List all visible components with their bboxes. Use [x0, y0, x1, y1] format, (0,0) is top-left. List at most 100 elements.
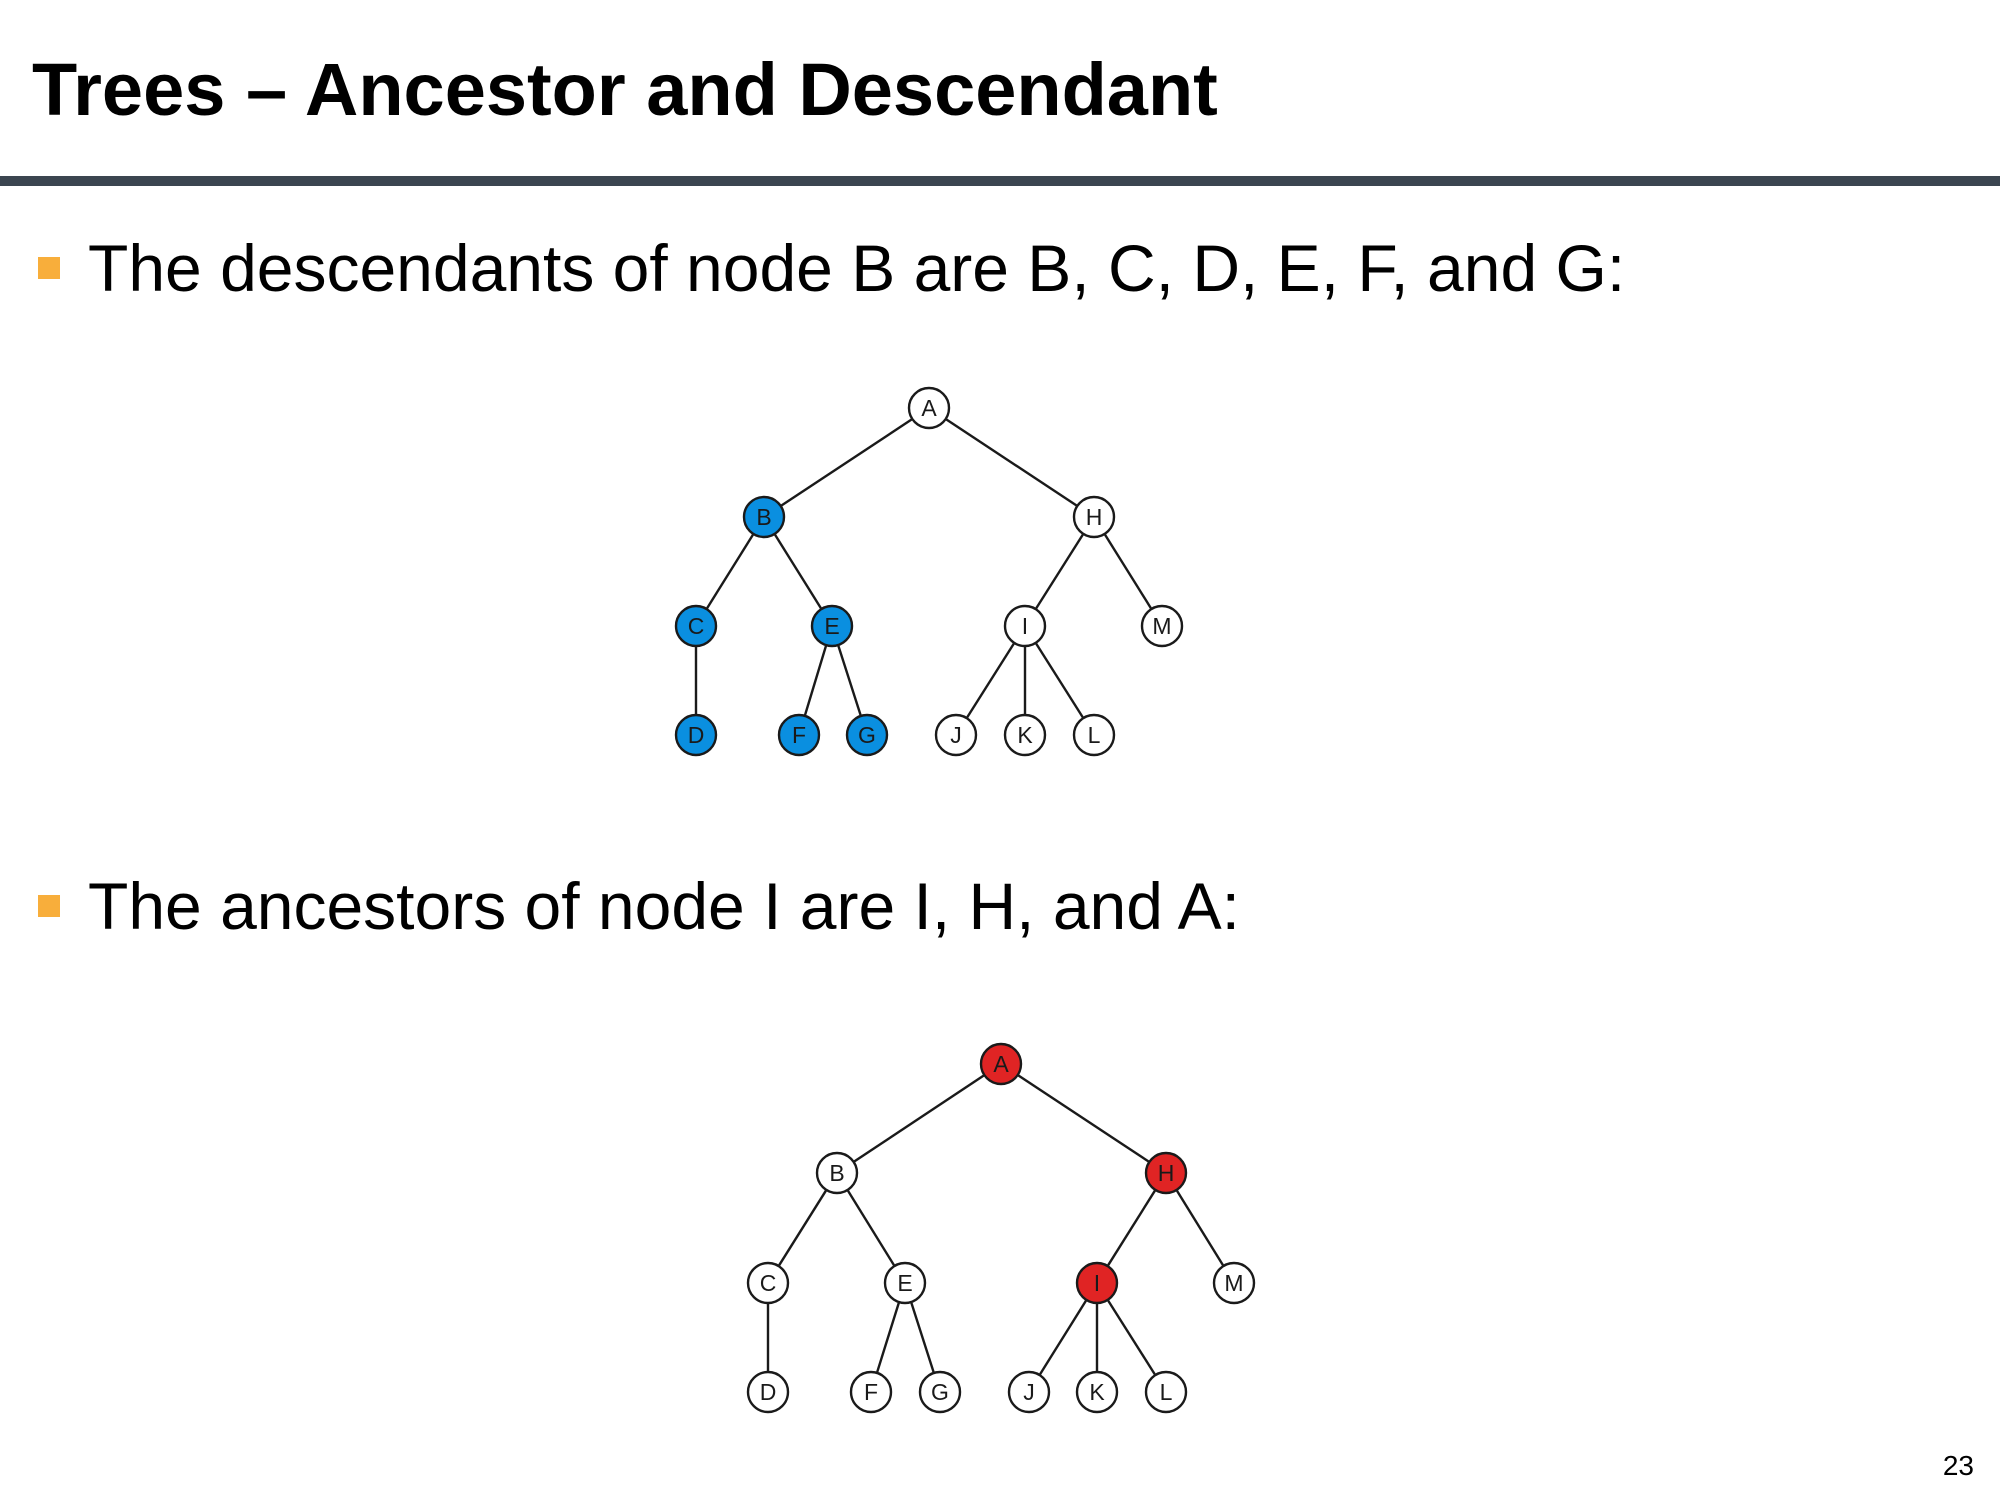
tree-node-circle: [934, 713, 978, 757]
tree-node-circle: [746, 1261, 790, 1305]
bullet-descendants-text: The descendants of node B are B, C, D, E…: [88, 231, 1626, 305]
tree-node-label: B: [756, 504, 771, 530]
tree-edge-A-H: [1017, 1074, 1150, 1163]
tree-node-label: F: [864, 1379, 878, 1405]
tree-node-label: C: [688, 613, 705, 639]
tree-node-circle: [777, 713, 821, 757]
tree-node-D: D: [674, 713, 718, 757]
tree-node-label: A: [921, 395, 937, 421]
tree-node-A: A: [907, 386, 951, 430]
bullet-ancestors-text: The ancestors of node I are I, H, and A:: [88, 869, 1241, 943]
tree-node-circle: [1212, 1261, 1256, 1305]
tree-node-label: H: [1086, 504, 1103, 530]
tree-edge-H-I: [1034, 533, 1085, 610]
tree-node-circle: [810, 604, 854, 648]
tree-node-label: M: [1152, 613, 1171, 639]
tree-node-circle: [674, 604, 718, 648]
tree-node-circle: [1144, 1370, 1188, 1414]
tree-node-circle: [746, 1370, 790, 1414]
tree-node-K: K: [1003, 713, 1047, 757]
tree-node-label: J: [950, 722, 962, 748]
tree-node-circle: [1072, 713, 1116, 757]
tree-node-circle: [918, 1370, 962, 1414]
tree-node-circle: [1144, 1151, 1188, 1195]
tree-node-J: J: [934, 713, 978, 757]
tree-node-K: K: [1075, 1370, 1119, 1414]
tree-node-label: E: [897, 1270, 912, 1296]
tree-edge-E-G: [909, 1301, 936, 1374]
tree-node-C: C: [674, 604, 718, 648]
ancestors-tree: A B C D E F G H I J K L M: [746, 1042, 1256, 1414]
tree-node-circle: [1007, 1370, 1051, 1414]
tree-node-J: J: [1007, 1370, 1051, 1414]
tree-node-I: I: [1003, 604, 1047, 648]
tree-node-M: M: [1140, 604, 1184, 648]
bullet-descendants: The descendants of node B are B, C, D, E…: [38, 228, 1625, 308]
tree-node-C: C: [746, 1261, 790, 1305]
bullet-marker: [38, 895, 60, 917]
tree-node-label: I: [1094, 1270, 1100, 1296]
slide-title: Trees – Ancestor and Descendant: [32, 48, 1218, 131]
tree-node-circle: [1003, 713, 1047, 757]
bullet-ancestors: The ancestors of node I are I, H, and A:: [38, 866, 1240, 946]
tree-node-circle: [883, 1261, 927, 1305]
tree-node-circle: [1075, 1261, 1119, 1305]
tree-node-B: B: [742, 495, 786, 539]
tree-node-label: J: [1023, 1379, 1035, 1405]
tree-node-label: L: [1088, 722, 1101, 748]
tree-node-circle: [1075, 1370, 1119, 1414]
tree-edge-B-E: [773, 533, 823, 610]
tree-node-E: E: [810, 604, 854, 648]
tree-edge-E-F: [875, 1301, 901, 1374]
tree-node-A: A: [979, 1042, 1023, 1086]
tree-node-label: D: [688, 722, 705, 748]
bullet-marker: [38, 257, 60, 279]
tree-edge-H-M: [1103, 533, 1153, 610]
tree-edge-B-C: [705, 533, 755, 610]
tree-edge-A-B: [852, 1074, 986, 1163]
tree-node-B: B: [815, 1151, 859, 1195]
tree-node-label: G: [858, 722, 876, 748]
tree-node-circle: [849, 1370, 893, 1414]
tree-node-label: B: [829, 1160, 844, 1186]
title-divider: [0, 176, 2000, 186]
tree-edge-I-L: [1034, 642, 1085, 719]
tree-edge-B-C: [777, 1189, 828, 1267]
tree-node-G: G: [918, 1370, 962, 1414]
tree-node-circle: [674, 713, 718, 757]
tree-node-label: F: [792, 722, 806, 748]
tree-edge-H-M: [1175, 1189, 1225, 1267]
tree-node-label: G: [931, 1379, 949, 1405]
tree-node-label: M: [1224, 1270, 1243, 1296]
tree-node-H: H: [1072, 495, 1116, 539]
tree-node-circle: [1003, 604, 1047, 648]
tree-edge-I-J: [1038, 1299, 1088, 1376]
tree-edge-E-F: [803, 644, 828, 717]
tree-node-F: F: [849, 1370, 893, 1414]
tree-node-L: L: [1144, 1370, 1188, 1414]
tree-node-label: I: [1022, 613, 1028, 639]
tree-node-G: G: [845, 713, 889, 757]
tree-node-L: L: [1072, 713, 1116, 757]
tree-node-label: D: [760, 1379, 777, 1405]
tree-node-label: C: [760, 1270, 777, 1296]
tree-node-label: K: [1089, 1379, 1105, 1405]
tree-node-label: A: [993, 1051, 1009, 1077]
tree-node-label: L: [1160, 1379, 1173, 1405]
tree-node-F: F: [777, 713, 821, 757]
tree-edge-I-L: [1106, 1299, 1157, 1376]
tree-node-I: I: [1075, 1261, 1119, 1305]
tree-node-D: D: [746, 1370, 790, 1414]
tree-edge-A-H: [945, 418, 1078, 507]
tree-node-circle: [845, 713, 889, 757]
tree-edge-B-E: [846, 1189, 896, 1267]
tree-node-circle: [979, 1042, 1023, 1086]
tree-node-label: H: [1158, 1160, 1175, 1186]
tree-node-label: K: [1017, 722, 1033, 748]
tree-node-label: E: [824, 613, 839, 639]
tree-edge-E-G: [836, 644, 863, 717]
tree-node-H: H: [1144, 1151, 1188, 1195]
page-number: 23: [1942, 1450, 1974, 1481]
tree-node-circle: [815, 1151, 859, 1195]
